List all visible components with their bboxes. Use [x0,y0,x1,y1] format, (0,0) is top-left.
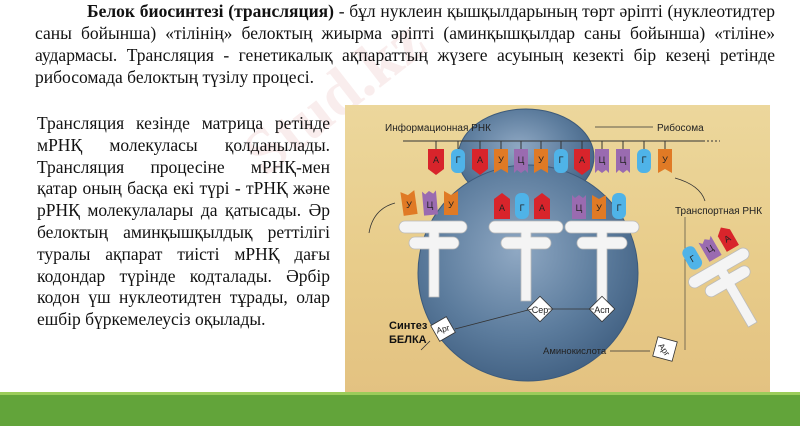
svg-text:Ц: Ц [427,200,434,210]
amino-acid-ser: Сер [532,305,549,315]
trna-left: У Ц У Арг [368,190,468,351]
amino-acid-label: Аминокислота [543,346,607,357]
svg-text:Ц: Ц [576,203,583,213]
svg-text:Г: Г [520,203,525,213]
svg-text:А: А [499,203,505,213]
footer-band [0,392,800,426]
svg-text:У: У [448,200,454,210]
svg-text:Ц: Ц [620,155,627,165]
intro-bold-term: Белок биосинтезі (трансляция) [87,1,334,21]
amino-acid-asp: Асп [594,305,610,315]
intro-text: - бұл нуклеин қышқылдарының төрт әріпті … [35,1,775,87]
mrna-label: Информационная РНК [385,122,491,134]
svg-text:Ц: Ц [518,155,525,165]
synthesis-label-1: Синтез [389,320,428,332]
svg-text:Г: Г [559,155,564,165]
svg-text:У: У [538,155,544,165]
svg-text:Г: Г [456,155,461,165]
svg-text:У: У [498,155,504,165]
svg-text:У: У [596,203,602,213]
svg-text:Г: Г [642,155,647,165]
svg-text:Г: Г [617,203,622,213]
trna-inner-1: А Г А Сер [488,193,564,323]
svg-text:А: А [579,155,585,165]
svg-text:А: А [539,203,545,213]
synthesis-label-2: БЕЛКА [389,334,427,346]
svg-text:А: А [433,155,439,165]
amino-acid-arg-left: Арг [435,322,451,335]
svg-text:Ц: Ц [599,155,606,165]
svg-text:А: А [477,155,483,165]
svg-text:Г: Г [688,253,697,264]
trna-label: Транспортная РНК [675,206,762,217]
ribosome-label: Рибосома [657,122,704,134]
svg-text:У: У [662,155,668,165]
trna-right: Г Ц А [682,227,758,328]
svg-text:А: А [722,233,732,245]
translation-diagram: Информационная РНК Рибосома Транспортная… [345,105,770,394]
trna-inner-2: Ц У Г Асп [564,193,640,323]
side-paragraph: Трансляция кезінде матрица ретінде мРНҚ … [37,113,330,330]
svg-text:У: У [406,200,412,210]
mrna-codons: А Г А У Ц У Г А Ц Ц Г У [428,141,672,175]
intro-paragraph: Белок биосинтезі (трансляция) - бұл нукл… [35,0,775,88]
svg-text:Ц: Ц [705,243,716,255]
